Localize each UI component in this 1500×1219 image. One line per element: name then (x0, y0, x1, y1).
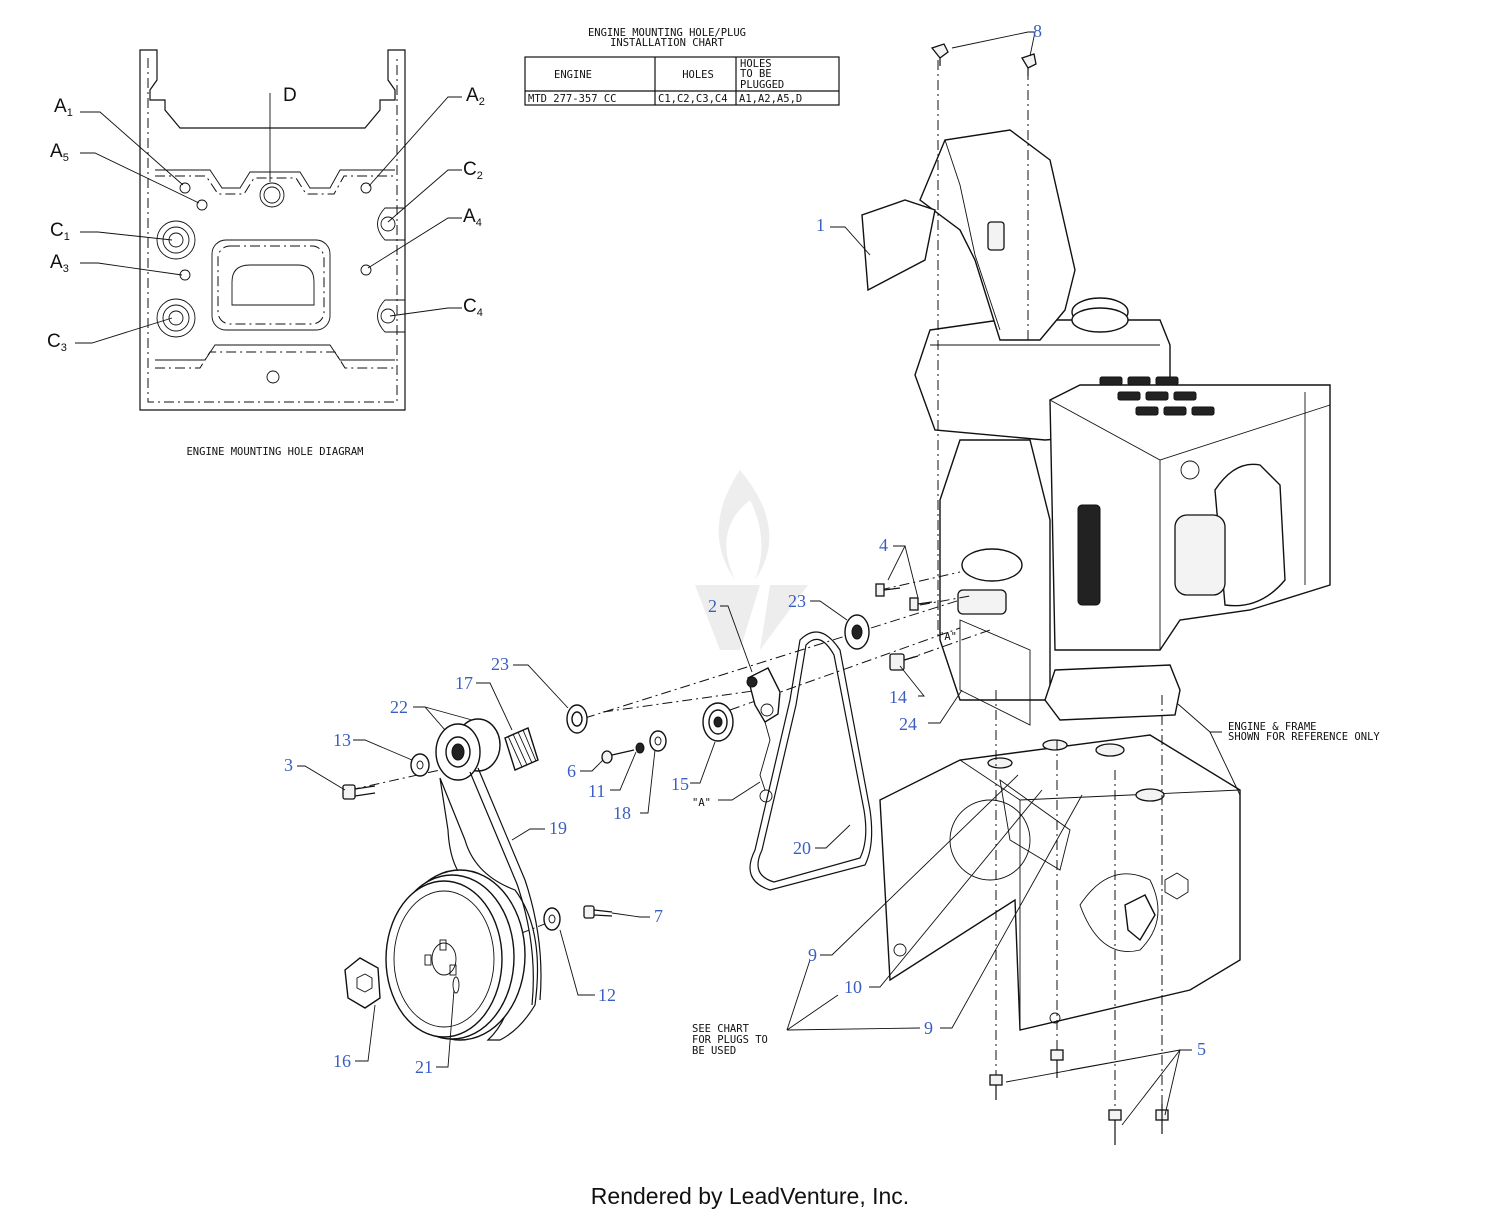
chart-title-line1: ENGINE MOUNTING HOLE/PLUG (588, 27, 746, 39)
part-4-bolts (875, 583, 933, 611)
note-see-chart-3: BE USED (692, 1045, 736, 1057)
part-2-idler-bracket (746, 667, 781, 803)
chart-header-holes: HOLES (682, 69, 714, 81)
chart-header-plugged-2: TO BE (740, 68, 772, 80)
callout-19: 19 (549, 818, 567, 838)
label-a2: A2 (466, 85, 485, 108)
callout-20: 20 (793, 838, 811, 858)
callout-9b: 9 (924, 1018, 933, 1038)
callout-leaders (297, 31, 1241, 1126)
hole-c2 (377, 207, 405, 241)
callout-8: 8 (1033, 21, 1042, 41)
engine-mounting-plate (139, 49, 406, 411)
label-c4: C4 (463, 296, 483, 319)
note-see-chart-1: SEE CHART (692, 1023, 750, 1035)
part-23-washers (566, 614, 870, 734)
hole-c4 (377, 299, 405, 333)
part-24-plate (959, 619, 1031, 726)
label-d: D (283, 85, 297, 106)
callout-14: 14 (889, 687, 907, 707)
part-16-hub (344, 957, 381, 1009)
label-c1: C1 (50, 220, 70, 243)
callout-24: 24 (899, 714, 917, 734)
chart-header-engine: ENGINE (554, 69, 592, 81)
note-point-a-left: "A" (692, 797, 711, 809)
chart-header-plugged-3: PLUGGED (740, 79, 784, 91)
chart-cell-holes: C1,C2,C3,C4 (658, 93, 728, 105)
callout-15: 15 (671, 774, 689, 794)
hole-leaders (75, 93, 462, 344)
engine (861, 129, 1331, 721)
callout-10: 10 (844, 977, 862, 997)
installation-chart: ENGINE MOUNTING HOLE/PLUG INSTALLATION C… (524, 27, 840, 106)
part-7-screw (583, 905, 613, 919)
hole-c1 (156, 220, 196, 260)
callout-7: 7 (654, 906, 663, 926)
part-21-auger-pulley (385, 869, 526, 1041)
frame (879, 734, 1241, 1031)
callout-17: 17 (455, 673, 473, 693)
callout-5: 5 (1197, 1039, 1206, 1059)
part-11-washer (635, 742, 645, 754)
part-17-pulley-hub (504, 727, 539, 771)
callout-23a: 23 (491, 654, 509, 674)
callout-11: 11 (588, 781, 605, 801)
part-3-bolt (342, 784, 376, 800)
callout-21: 21 (415, 1057, 433, 1077)
callout-16: 16 (333, 1051, 351, 1071)
footer-credit: Rendered by LeadVenture, Inc. (590, 1183, 910, 1209)
callout-4: 4 (879, 535, 888, 555)
part-22-engine-pulley (435, 718, 501, 781)
chart-cell-plugged: A1,A2,A5,D (739, 93, 802, 105)
hole-c3 (156, 298, 196, 338)
muffler-vents (1099, 376, 1215, 416)
part-20-belt (749, 631, 873, 891)
callout-23b: 23 (788, 591, 806, 611)
label-a4: A4 (463, 206, 482, 229)
part-13-washer (410, 753, 430, 777)
part-8-plugs (930, 43, 1037, 76)
note-engine-frame-2: SHOWN FOR REFERENCE ONLY (1228, 731, 1380, 743)
callout-2: 2 (708, 596, 717, 616)
label-c3: C3 (47, 331, 67, 354)
label-c2: C2 (463, 159, 483, 182)
label-a5: A5 (50, 141, 69, 164)
label-a3: A3 (50, 252, 69, 275)
callout-3: 3 (284, 755, 293, 775)
callout-6: 6 (567, 761, 576, 781)
label-a1: A1 (54, 96, 73, 119)
part-15-bearing (702, 702, 734, 742)
callout-22: 22 (390, 697, 408, 717)
chart-header-plugged-1: HOLES (740, 58, 772, 70)
part-5-bolts (989, 1049, 1169, 1145)
hole-diagram-caption: ENGINE MOUNTING HOLE DIAGRAM (186, 446, 363, 458)
callout-1: 1 (816, 215, 825, 235)
chart-title-line2: INSTALLATION CHART (610, 37, 724, 49)
watermark-logo (695, 470, 808, 650)
callout-9a: 9 (808, 945, 817, 965)
part-12-washer (543, 907, 561, 931)
callout-18: 18 (613, 803, 631, 823)
callout-13: 13 (333, 730, 351, 750)
part-18-spacer (649, 730, 667, 752)
note-point-a-right: "A" (938, 631, 957, 643)
note-engine-frame-1: ENGINE & FRAME (1228, 721, 1317, 733)
part-6-screw (601, 749, 635, 764)
chart-cell-engine: MTD 277-357 CC (528, 93, 617, 105)
callout-12: 12 (598, 985, 616, 1005)
note-see-chart-2: FOR PLUGS TO (692, 1034, 768, 1046)
